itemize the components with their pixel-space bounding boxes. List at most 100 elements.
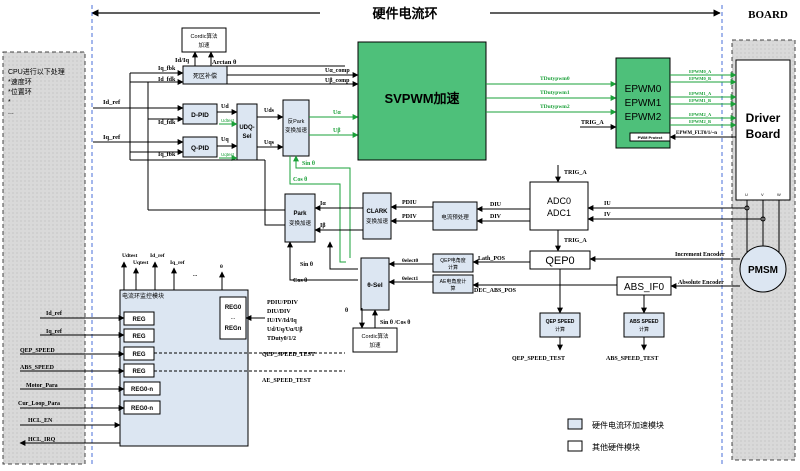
qep-speed-block: QEP SPEED 计算: [539, 312, 581, 338]
theta-sel-block: θ-Sel: [360, 257, 390, 311]
lbl-epwm0a: EPWM0_A: [689, 69, 712, 74]
mon-top-ellipsis: ...: [193, 272, 198, 278]
lbl-dec-abs-pos: DEC_ABS_POS: [474, 288, 517, 294]
lbl-ae-speed-test-mon: AE_SPEED_TEST: [262, 378, 311, 384]
lbl-elec0: θelect0: [402, 258, 419, 264]
lbl-ub: Uβ: [333, 128, 341, 134]
qep-angle-block: QEP电角度 计算: [432, 253, 474, 273]
lbl-iq-ref: Iq_ref: [103, 134, 121, 141]
inv-park-block: 反Park 变换加速: [282, 99, 310, 157]
monitor-reg-texts: PDIU/PDIV DIU/DIV IU/IV/Id/Iq Ud/Uq/Uα/U…: [245, 300, 303, 342]
adc-block: ADC0 ADC1: [529, 181, 589, 231]
qpid-block: Q-PID: [182, 136, 218, 158]
cpu-panel: CPU进行以下处理 *速度环 *位置环 * ...: [2, 51, 86, 465]
inv-park-l2: 变换加速: [285, 126, 308, 134]
ae-angle-l1: AE电角度计: [440, 278, 467, 285]
driver-board-label-2: Board: [746, 127, 781, 141]
reg0-label: REG0: [225, 305, 242, 311]
lbl-lath-pos: Lath_POS: [478, 256, 506, 262]
lbl-id-ref: Id_ref: [103, 99, 121, 106]
monitor-top-inputs: Udtest Uqtest Id_ref Iq_ref ... θ: [121, 253, 225, 290]
lbl-theta-out: θ: [345, 308, 348, 314]
monitor-left-inputs: Id_ref Iq_ref QEP_SPEED ABS_SPEED Motor_…: [18, 311, 125, 446]
lbl-epwm-flt: EPWM_FLT0/1/~n: [676, 131, 717, 136]
cpu-line-2: *位置环: [8, 87, 32, 96]
driver-board-label-1: Driver: [746, 111, 781, 125]
udq-sel-block: UDQ- Sel: [236, 103, 258, 161]
lbl-id-fdk-top: Id_fdk: [158, 77, 176, 83]
mon-in-motor-para: Motor_Para: [26, 383, 58, 389]
qep-speed-l1: QEP SPEED: [546, 319, 575, 325]
reg-3: REG: [132, 352, 145, 358]
qep-angle-l1: QEP电角度: [440, 257, 466, 264]
board-title: BOARD: [748, 9, 788, 21]
cordic-top-l1: Cordic算法: [191, 32, 218, 40]
lbl-ud: Ud: [221, 104, 229, 110]
mon-text-u: Ud/Uq/Uα/Uβ: [267, 327, 303, 333]
current-pre-block: 电流预处理: [432, 201, 478, 231]
mon-top-udtest: Udtest: [122, 253, 137, 259]
clark-l1: CLARK: [367, 209, 389, 215]
qpid-label: Q-PID: [191, 145, 209, 152]
reg0n-1: REG0-n: [131, 387, 153, 393]
lbl-tduty0: TDutypwm0: [540, 76, 570, 82]
lbl-pdiu: PDIU: [402, 200, 417, 206]
epwm0-label: EPWM0: [625, 84, 662, 95]
qep-angle-l2: 计算: [448, 264, 458, 271]
legend-hw-swatch: [567, 418, 583, 430]
cordic-bottom-l2: 加速: [369, 341, 381, 349]
lbl-uq-test: Uqtest: [221, 152, 235, 157]
reg-2: REG: [132, 334, 145, 340]
clark-l2: 变换加速: [366, 217, 389, 225]
deadzone-block: 死区补偿: [182, 65, 228, 85]
udq-sel-l2: Sel: [242, 134, 251, 140]
qep0-block: QEP0: [529, 250, 591, 270]
lbl-sin-top: Sin θ: [302, 161, 315, 167]
lbl-inc-enc: Increment Encoder: [675, 252, 725, 258]
lbl-abs-enc: Absolute Encoder: [678, 280, 724, 286]
lbl-epwm2b: EPWM2_B: [689, 119, 711, 124]
lbl-elec1: θelect1: [402, 276, 419, 282]
svpwm-block: SVPWM加速: [357, 41, 487, 161]
lbl-iq-fbk-top: Iq_fbk: [158, 66, 176, 72]
ae-angle-block: AE电角度计 算: [432, 274, 474, 294]
legend-other-swatch: [567, 440, 583, 452]
lbl-qep-speed-test: QEP_SPEED_TEST: [512, 356, 565, 362]
lbl-tduty1: TDutypwm1: [540, 90, 570, 96]
legend-hw-label: 硬件电流环加速模块: [592, 420, 664, 430]
svpwm-label: SVPWM加速: [384, 91, 459, 106]
epwm1-label: EPWM1: [625, 98, 662, 109]
mon-text-di: DIU/DIV: [267, 309, 291, 315]
current-pre-label: 电流预处理: [441, 213, 469, 221]
reg-4: REG: [132, 369, 145, 375]
legend: 硬件电流环加速模块 其他硬件模块: [567, 418, 664, 452]
park-l1: Park: [293, 211, 307, 217]
lbl-iu: IU: [604, 201, 611, 207]
qep0-label: QEP0: [545, 255, 574, 267]
cordic-bottom-block: Cordic算法 加速: [352, 327, 398, 353]
epwm-outputs: EPWM0_A EPWM0_B EPWM1_A EPWM1_B EPWM2_A …: [670, 69, 737, 128]
udq-sel-l1: UDQ-: [239, 125, 254, 131]
cordic-top-l2: 加速: [198, 41, 210, 49]
abs-speed-block: ABS SPEED 计算: [623, 312, 665, 338]
lbl-div: DIV: [490, 214, 502, 220]
mon-in-qep-speed: QEP_SPEED: [20, 348, 55, 354]
lbl-diu: DIU: [490, 202, 502, 208]
lbl-cos-top: Cos θ: [293, 177, 307, 183]
lbl-uds: Uds: [264, 108, 275, 114]
adc1-label: ADC1: [547, 208, 571, 218]
clark-block: CLARK 变换加速: [362, 192, 392, 240]
lbl-sin-park: Sin θ: [300, 262, 313, 268]
theta-sel-label: θ-Sel: [367, 282, 383, 289]
mon-in-abs-speed: ABS_SPEED: [20, 365, 55, 371]
park-l2: 变换加速: [289, 219, 312, 227]
mon-in-cur-loop-para: Cur_Loop_Para: [18, 401, 60, 407]
lbl-id-fdk-pid: Id_fdk: [158, 120, 176, 126]
lbl-epwm0b: EPWM0_B: [689, 76, 711, 81]
mon-top-idref: Id_ref: [150, 253, 165, 259]
abs-speed-l2: 计算: [639, 326, 649, 333]
cordic-top-block: Cordic算法 加速: [181, 27, 227, 53]
lbl-uqs: Uqs: [264, 140, 275, 146]
